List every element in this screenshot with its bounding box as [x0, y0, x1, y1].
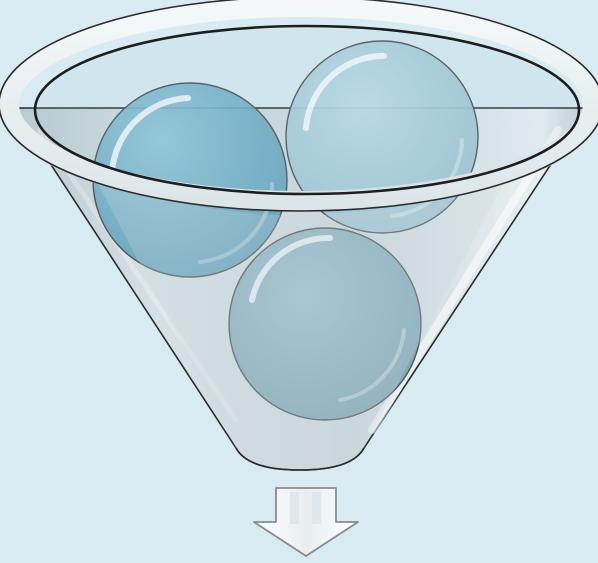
funnel-rim [0, 0, 598, 211]
